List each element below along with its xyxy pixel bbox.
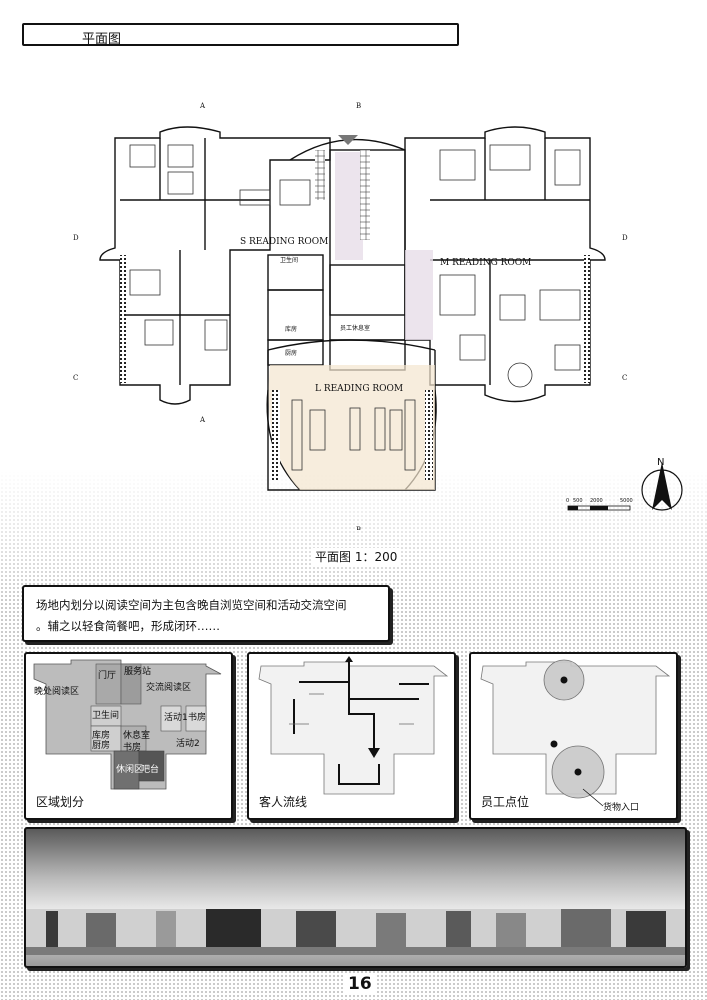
description-box: 场地内划分以阅读空间为主包含晚自浏览空间和活动交流空间 。辅之以轻食简餐吧，形成… xyxy=(22,585,390,642)
section-mark-b-top: B xyxy=(356,102,361,110)
page-number: 16 xyxy=(344,974,376,994)
section-mark-c-right: C xyxy=(622,374,627,382)
zone-service-station: 服务站 xyxy=(124,665,151,677)
label-storage: 库房 xyxy=(285,325,297,333)
label-kitchen: 厨房 xyxy=(285,349,297,357)
north-arrow-icon: N xyxy=(641,457,683,511)
page-title: 平面图 xyxy=(82,32,122,47)
zone-bookroom-2: 书房 xyxy=(123,741,141,753)
zone-hall: 门厅 xyxy=(98,669,116,681)
section-mark-a-bottom: A xyxy=(199,416,206,424)
staff-points-panel: 货物入口 员工点位 xyxy=(469,652,678,820)
label-l-reading-room: L READING ROOM xyxy=(315,384,403,394)
zoning-caption: 区域划分 xyxy=(36,795,85,809)
zone-activity-2: 活动2 xyxy=(176,737,200,749)
zone-storage: 库房 xyxy=(92,729,110,741)
zone-washroom: 卫生间 xyxy=(92,709,119,721)
zone-activity-1: 活动1 xyxy=(164,711,188,723)
svg-text:500: 500 xyxy=(573,498,583,504)
page-title-box: 平面图 xyxy=(22,23,459,47)
guest-flow-panel: 客人流线 xyxy=(247,652,456,820)
section-mark-d-right: D xyxy=(622,234,628,242)
zone-rest: 休息室 xyxy=(123,729,150,741)
floor-plan: S READING ROOM M READING ROOM L READING … xyxy=(73,102,683,530)
zoning-panel: 晚处阅读区 门厅 服务站 交流阅读区 卫生间 活动1 书房 库房 休息室 厨房 … xyxy=(24,652,233,820)
svg-text:2000: 2000 xyxy=(590,498,603,504)
zone-exchange-reading: 交流阅读区 xyxy=(146,681,191,693)
scale-bar: 0 500 2000 5000 xyxy=(566,498,633,511)
section-mark-a-top: A xyxy=(199,102,206,110)
plan-scale-caption: 平面图 1：200 xyxy=(312,548,401,565)
section-rendering-image xyxy=(24,827,687,968)
zone-leisure: 休闲区 xyxy=(116,763,143,775)
section-mark-b-bottom: B xyxy=(356,526,361,530)
zone-bookroom-1: 书房 xyxy=(188,711,206,723)
label-m-reading-room: M READING ROOM xyxy=(440,258,531,268)
description-line-2: 。辅之以轻食简餐吧，形成闭环…… xyxy=(36,619,220,633)
svg-text:5000: 5000 xyxy=(620,498,633,504)
zone-kitchen: 厨房 xyxy=(92,739,110,751)
guest-flow-caption: 客人流线 xyxy=(259,795,308,809)
label-s-reading-room: S READING ROOM xyxy=(240,237,328,247)
cargo-entrance-label: 货物入口 xyxy=(603,801,639,813)
svg-text:0: 0 xyxy=(566,498,569,504)
staff-points-caption: 员工点位 xyxy=(481,795,530,809)
zone-bar: 吧台 xyxy=(141,763,159,775)
section-mark-d-left: D xyxy=(73,234,79,242)
label-washroom: 卫生间 xyxy=(280,256,298,264)
label-staff-rest: 员工休息室 xyxy=(340,324,370,332)
description-line-1: 场地内划分以阅读空间为主包含晚自浏览空间和活动交流空间 xyxy=(36,598,347,612)
zone-private-reading: 晚处阅读区 xyxy=(34,685,79,697)
svg-text:N: N xyxy=(657,457,664,468)
section-mark-c-left: C xyxy=(73,374,78,382)
